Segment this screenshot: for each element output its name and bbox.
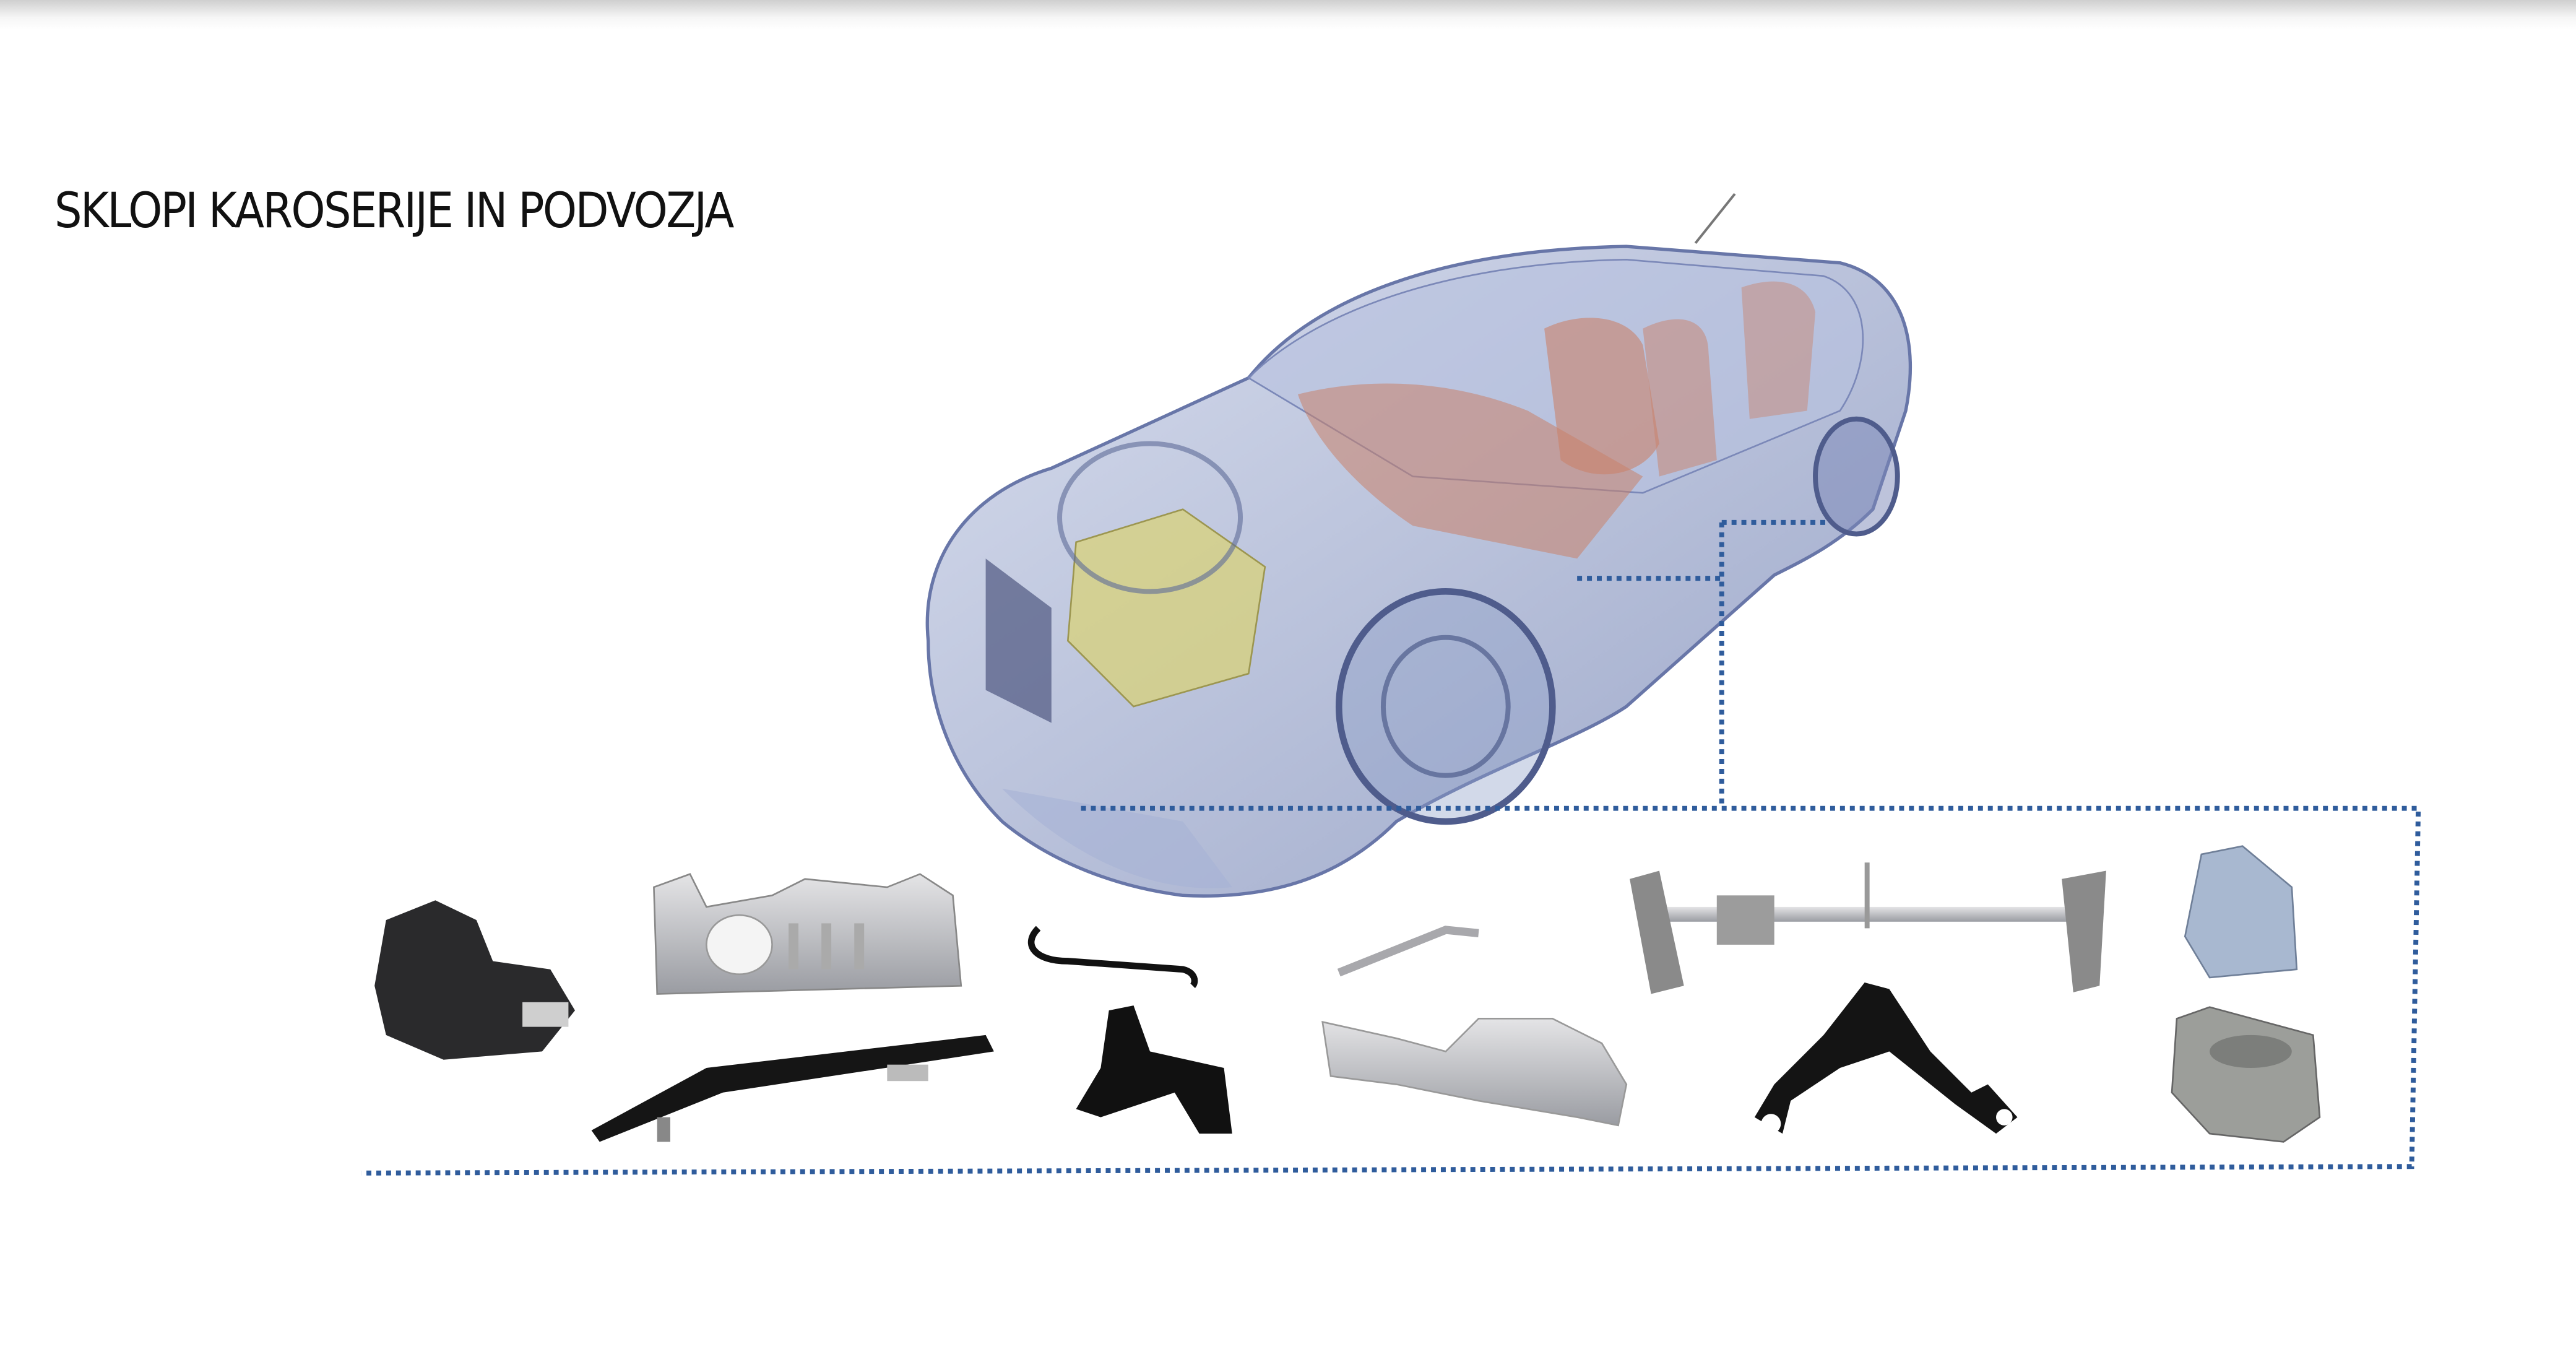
door-latch — [2171, 1006, 2321, 1143]
door-hinge — [2184, 845, 2298, 979]
top-shadow-bar — [0, 0, 2576, 30]
cross-car-beam — [1630, 862, 2106, 994]
slide-title: SKLOPI KAROSERIJE IN PODVOZJA — [54, 183, 734, 239]
car-xray-illustration — [925, 193, 1913, 898]
wire-hook — [1028, 926, 1198, 989]
bent-rod — [1337, 926, 1479, 977]
black-subframe — [1754, 982, 2018, 1134]
bracket-outline — [361, 805, 2421, 1176]
black-rail-bracket — [591, 1035, 994, 1142]
black-mount-bracket — [1076, 1005, 1232, 1134]
heat-shield — [1321, 1018, 1628, 1127]
pedal-box-assembly — [374, 900, 576, 1060]
firewall-panel — [653, 873, 962, 995]
dotted-connector-lines — [361, 519, 2421, 1176]
